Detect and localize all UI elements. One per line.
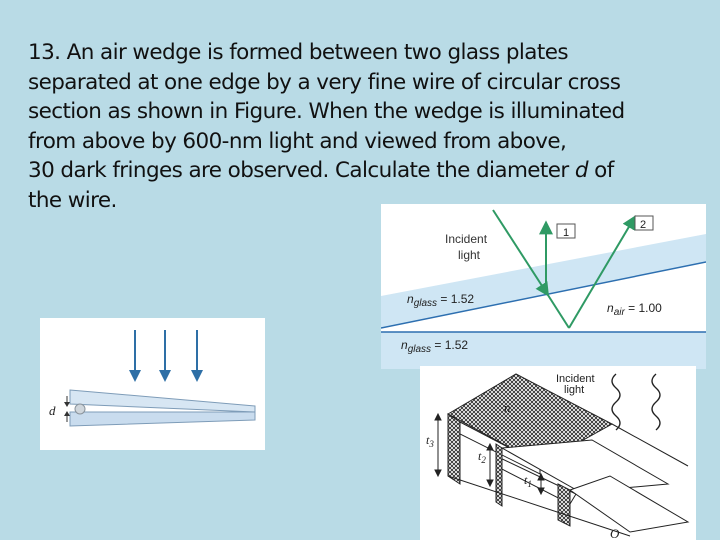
incident-light-label-line-2: light [564, 384, 584, 396]
wire-diameter-label: d [49, 403, 56, 418]
layered-film-figure: t3 t2 t1 n Incident light O [420, 366, 696, 540]
n-glass-lower-symbol: n [401, 338, 408, 352]
t3-label: t3 [426, 433, 434, 449]
n-air-symbol: n [607, 301, 614, 315]
thickness-t2-marker [486, 442, 494, 488]
incident-wave-lines [611, 373, 661, 431]
origin-label: O [610, 526, 620, 540]
t1-subscript: 1 [527, 479, 532, 489]
layer-steps [446, 373, 690, 537]
n-glass-upper-symbol: n [407, 292, 414, 306]
diameter-variable: d [574, 158, 589, 183]
ray-2-label: 2 [640, 219, 646, 231]
n-air-subscript: air [614, 307, 626, 318]
t2-subscript: 2 [481, 455, 486, 465]
problem-line-6: the wire. [28, 187, 117, 213]
incident-light-label-line-1: Incident [445, 232, 488, 246]
problem-line-1: 13. An air wedge is formed between two g… [28, 40, 569, 65]
n-air-value: = 1.00 [625, 301, 662, 315]
light-rays [492, 209, 636, 329]
n-glass-lower-label: nglass = 1.52 [401, 338, 468, 355]
n-glass-upper-subscript: glass [414, 298, 437, 309]
interference-diagram: 1 2 Incident light nglass = 1.52 nair = … [381, 209, 706, 369]
t2-label: t2 [478, 449, 486, 465]
n-air-label: nair = 1.00 [607, 301, 662, 318]
n-glass-lower-subscript: glass [408, 344, 431, 355]
air-wedge-diagram: d [49, 330, 256, 427]
problem-line-5-start: 30 dark fringes are observed. Calculate … [28, 158, 575, 183]
incident-arrows [129, 330, 203, 382]
t3-subscript: 3 [428, 439, 434, 449]
wire-circle [74, 403, 86, 415]
t2-symbol: t [478, 449, 482, 463]
t3-symbol: t [426, 433, 430, 447]
ray-2-badge: 2 [634, 215, 654, 231]
upper-glass-slab [381, 234, 706, 328]
ray-1-badge: 1 [556, 223, 576, 239]
t1-symbol: t [524, 473, 528, 487]
air-wedge-figure: d [40, 318, 265, 450]
n-glass-upper-value: = 1.52 [437, 292, 474, 306]
top-glass-plate [69, 389, 256, 413]
incident-light-label-line-2: light [458, 248, 481, 262]
n-glass-upper-label: nglass = 1.52 [407, 292, 474, 309]
incident-light-label-line-1: Incident [556, 373, 595, 385]
problem-text: 13. An air wedge is formed between two g… [28, 38, 708, 215]
layered-film-diagram: t3 t2 t1 n Incident light O [426, 373, 690, 540]
problem-line-5: 30 dark fringes are observed. Calculate … [28, 156, 708, 186]
thickness-t1-marker [537, 472, 545, 496]
lower-glass-slab [381, 332, 706, 369]
n-glass-lower-value: = 1.52 [431, 338, 468, 352]
ray-1-label: 1 [563, 227, 569, 239]
problem-line-2: separated at one edge by a very fine wir… [28, 69, 621, 95]
refractive-index-label: n [504, 400, 511, 415]
bottom-glass-plate [69, 411, 256, 427]
thickness-t3-marker [434, 412, 442, 478]
problem-line-4: from above by 600-nm light and viewed fr… [28, 128, 567, 154]
problem-line-3: section as shown in Figure. When the wed… [28, 99, 625, 124]
d-dimension-marker [64, 396, 70, 422]
interference-figure: 1 2 Incident light nglass = 1.52 nair = … [381, 204, 706, 369]
t1-label: t1 [524, 473, 532, 489]
problem-line-5-end: of [587, 158, 614, 183]
